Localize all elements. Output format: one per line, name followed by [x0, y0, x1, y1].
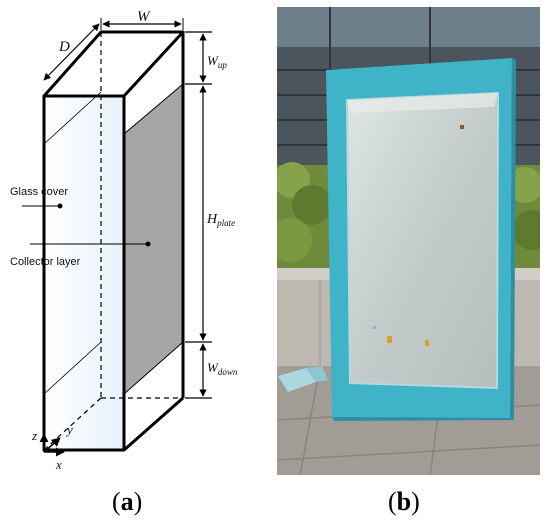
panel-b-photo: [277, 7, 540, 475]
caption-b: (b): [388, 487, 420, 516]
collector-layer-label: Collector layer: [10, 256, 81, 268]
panel-a-diagram: W D Wup Hplate Wdown Glass cover: [10, 9, 238, 472]
axis-z-label: z: [31, 428, 37, 443]
glass-reflections: [43, 91, 102, 395]
axis-y-label: y: [65, 422, 73, 437]
height-dimensions: [185, 31, 212, 399]
w-down-label: Wdown: [207, 360, 238, 377]
caption-a: (a): [112, 487, 142, 516]
h-plate-label: Hplate: [206, 212, 235, 228]
collector-glass: [345, 91, 500, 390]
glass-cover-label: Glass cover: [10, 186, 68, 198]
depth-dimension: D: [43, 23, 100, 81]
glass-cover-callout: Glass cover: [10, 186, 68, 209]
axes-indicator: [39, 433, 65, 457]
collector-edges: [123, 83, 184, 395]
axis-x-label: x: [55, 457, 62, 472]
width-dimension: W: [100, 9, 184, 30]
depth-label: D: [58, 39, 70, 55]
glass-cover-face: [44, 96, 124, 450]
w-up-label: Wup: [207, 53, 227, 70]
collector-layer-callout: Collector layer: [10, 241, 151, 268]
collector-layer-face: [124, 84, 183, 394]
width-label: W: [137, 9, 151, 25]
foam-block: [278, 368, 316, 392]
